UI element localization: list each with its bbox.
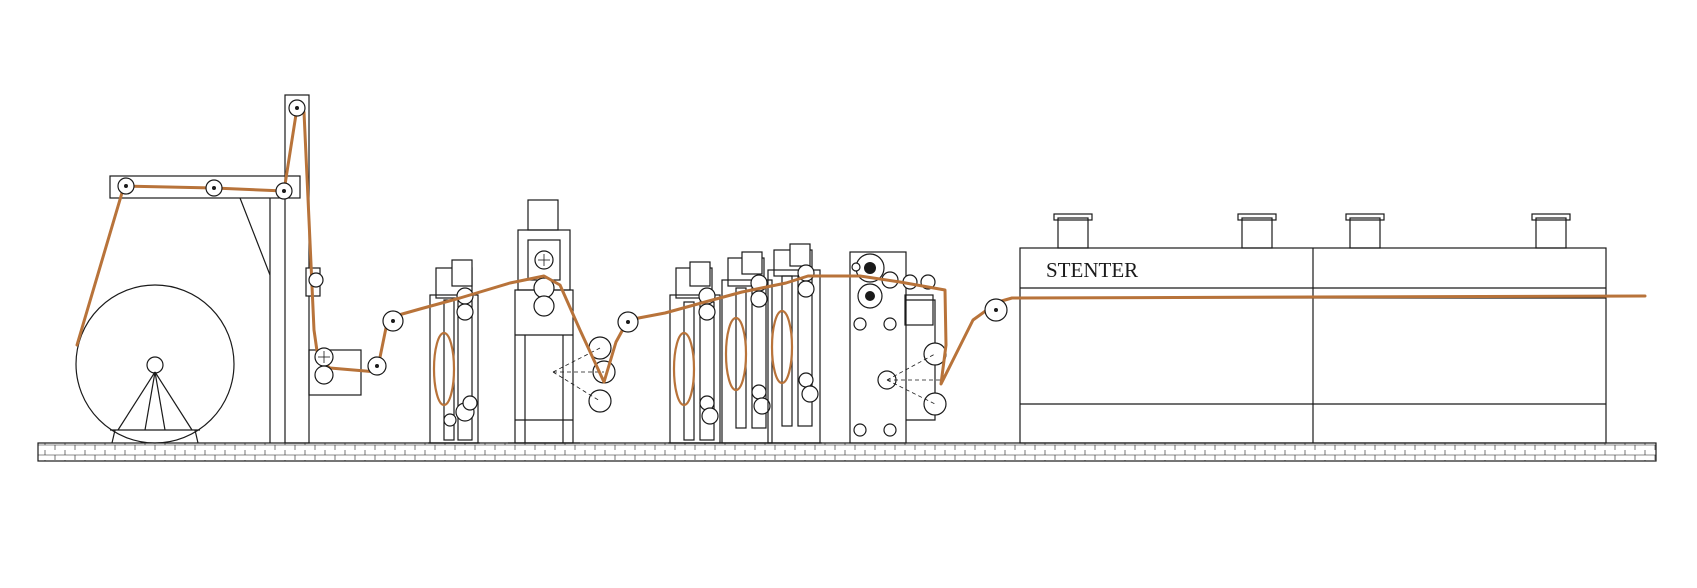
stenter-frame: STENTER xyxy=(1019,213,1607,444)
padder-unit-4 xyxy=(668,243,822,444)
tower-unit xyxy=(508,199,580,444)
floor xyxy=(37,442,1657,462)
padder-unit-2 xyxy=(669,261,721,444)
padder-unit-3 xyxy=(721,251,773,444)
unwind-stand xyxy=(109,94,362,444)
fabric-batch-roll xyxy=(75,284,235,444)
roller-centres xyxy=(124,106,998,368)
stenter-label: STENTER xyxy=(1046,258,1138,282)
fabric-path xyxy=(75,106,1647,407)
